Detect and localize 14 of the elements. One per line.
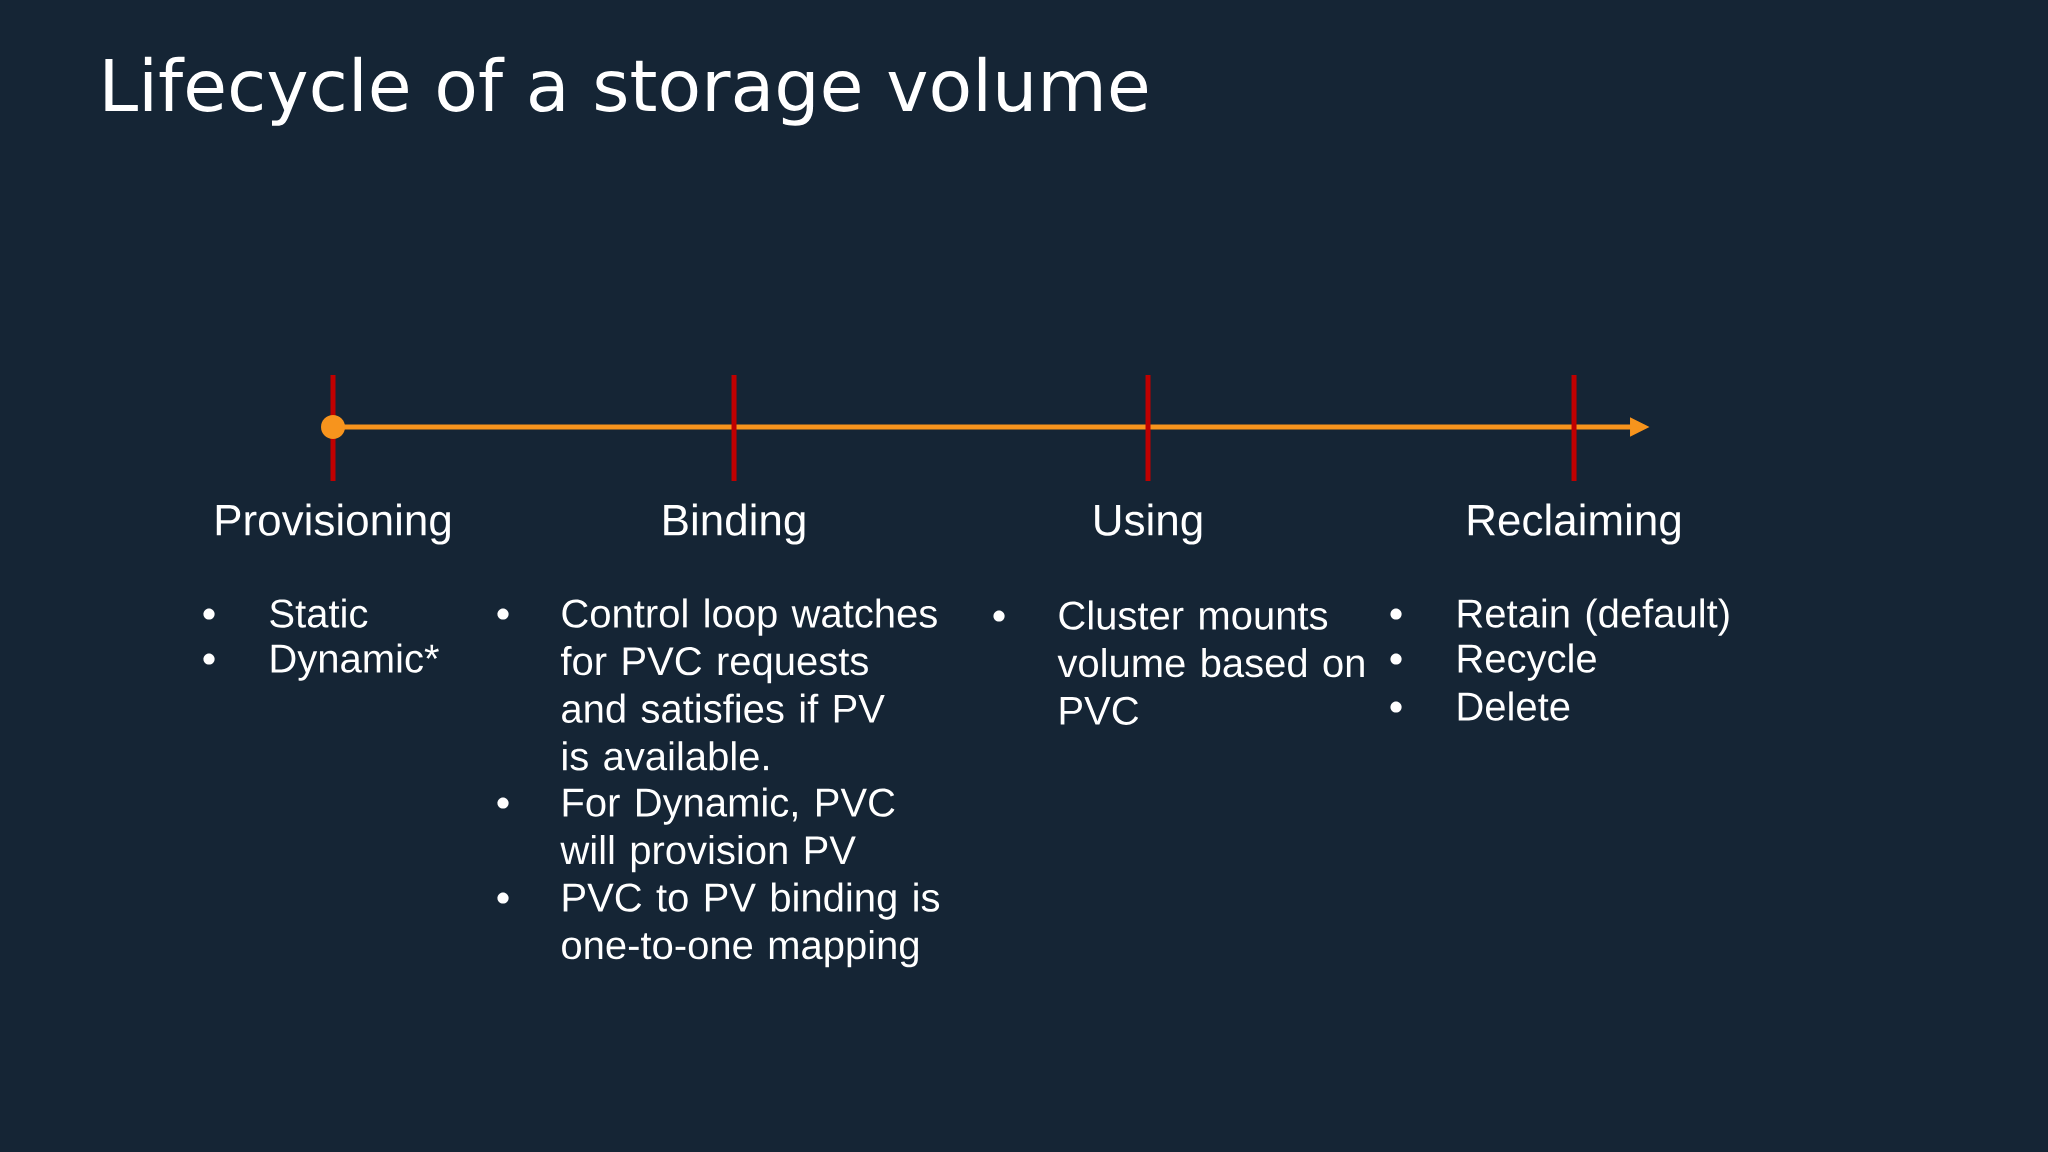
stage-label: Binding	[664, 503, 805, 545]
slide-title: Lifecycle of a storage volume	[105, 56, 1147, 126]
bullet-text: For Dynamic, PVC will provision PV	[560, 787, 895, 873]
bullet-text: Delete	[1458, 691, 1570, 721]
bullet-text: Dynamic*	[271, 643, 439, 681]
stage-label: Using	[1095, 503, 1202, 545]
bullet-text: PVC to PV binding is one-to-one mapping	[562, 882, 940, 968]
stage-label: Reclaiming	[1468, 503, 1680, 545]
bullet-text: Static	[270, 598, 368, 628]
stage-label: Provisioning	[216, 503, 450, 545]
bullet-text: Cluster mounts volume based on PVC	[1057, 600, 1364, 725]
bullet-text: Control loop watches for PVC requests and satisfies if PV is available.	[561, 598, 937, 771]
bullet-text: Recycle	[1458, 643, 1596, 681]
bullet-text: Retain (default)	[1458, 598, 1729, 636]
